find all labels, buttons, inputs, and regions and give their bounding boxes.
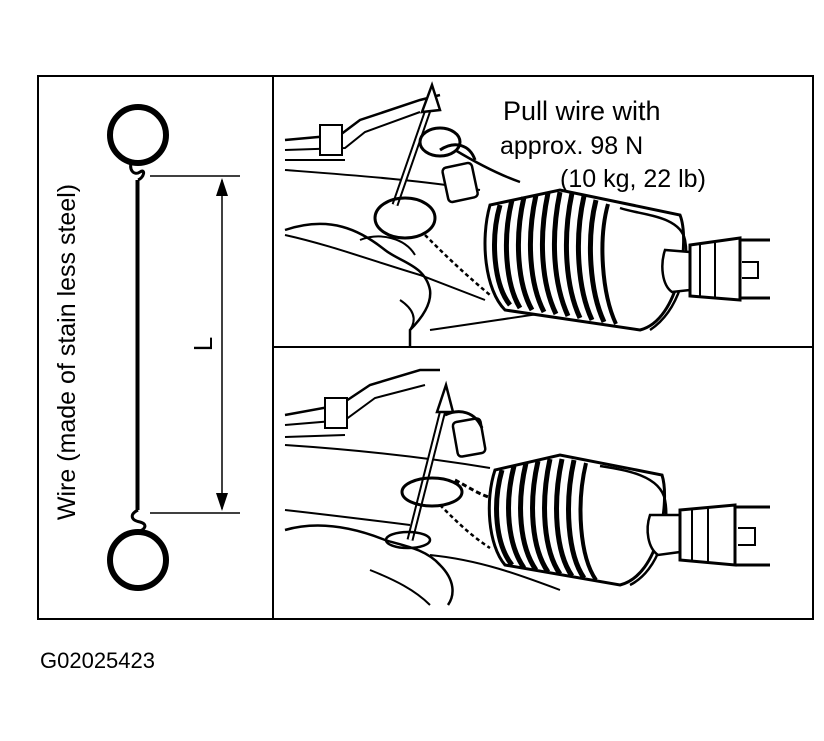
instruction-line-3: (10 kg, 22 lb) (560, 165, 706, 193)
bellows-boot-top (483, 188, 688, 332)
left-panel: Wire (made of stain less steel) L (53, 104, 240, 591)
wire-label: Wire (made of stain less steel) (53, 184, 81, 520)
length-label: L (188, 337, 218, 351)
bellows-boot-bottom (487, 453, 668, 587)
length-dimension (150, 175, 240, 514)
instruction-line-2: approx. 98 N (500, 132, 643, 160)
bottom-right-panel (284, 368, 770, 606)
instruction-line-1: Pull wire with (503, 96, 661, 126)
wire-illustration (107, 104, 169, 591)
top-right-panel: Pull wire with approx. 98 N (10 kg, 22 l… (284, 81, 770, 347)
figure-id: G02025423 (40, 648, 155, 673)
